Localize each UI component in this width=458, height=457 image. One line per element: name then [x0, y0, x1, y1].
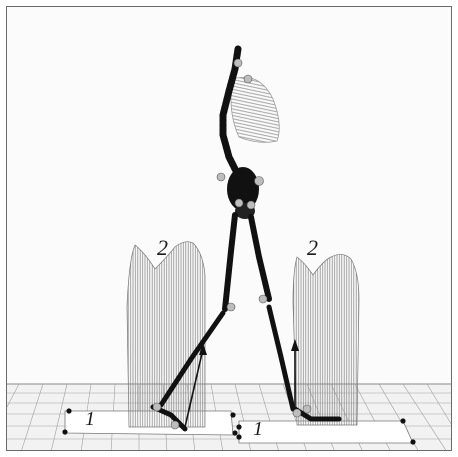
rear-thigh: [225, 215, 235, 309]
figure-frame: 2 2 1 1: [6, 6, 452, 451]
rib-cage: [231, 77, 279, 142]
plate-label-right: 1: [253, 418, 263, 440]
force-label-right: 2: [307, 235, 318, 260]
gait-diagram: 2 2 1 1: [7, 7, 452, 451]
force-curve-right: [293, 254, 359, 425]
front-thigh: [251, 217, 269, 299]
force-label-left: 2: [157, 235, 168, 260]
plate-label-left: 1: [85, 408, 95, 430]
